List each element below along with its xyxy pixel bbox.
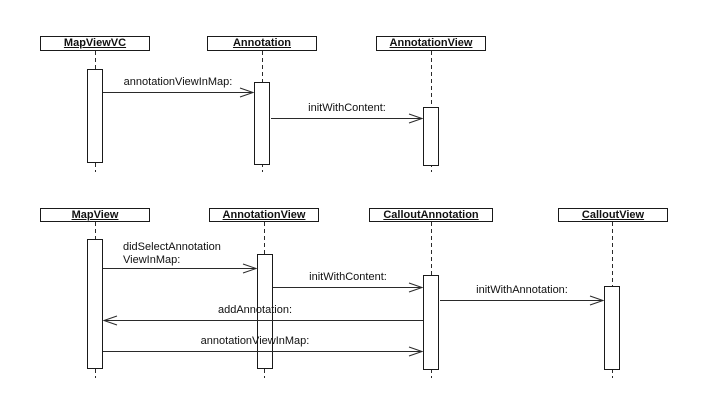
message-label-addannotation: addAnnotation: [217,304,293,316]
actor-box-annotation: Annotation [207,36,317,51]
actor-box-annotationview-2: AnnotationView [209,208,319,222]
activation-mapviewvc [87,69,103,163]
message-label-initwithannotation: initWithAnnotation: [476,284,568,296]
actor-label-calloutview: CalloutView [581,208,645,221]
actor-box-mapview: MapView [40,208,150,222]
activation-annotationview-2 [257,254,273,369]
message-label-didselectannotationviewinmap: didSelectAnnotation ViewInMap: [123,241,221,267]
arrowhead-annotationviewinmap-top [239,87,255,98]
arrowhead-addannotation [102,315,118,326]
activation-calloutannotation [423,275,439,370]
actor-box-calloutview: CalloutView [558,208,668,222]
actor-box-calloutannotation: CalloutAnnotation [369,208,493,222]
message-label-initwithcontent-top: initWithContent: [308,102,386,114]
message-label-initwithcontent-bottom: initWithContent: [309,271,387,283]
actor-label-mapview: MapView [71,208,119,221]
activation-mapview [87,239,103,369]
actor-label-annotationview: AnnotationView [389,37,473,49]
actor-label-annotationview-2: AnnotationView [222,208,306,221]
arrowhead-initwithannotation [589,295,605,306]
arrowhead-didselectannotationviewinmap [242,263,258,274]
actor-label-annotation: Annotation [232,37,292,49]
arrowhead-initwithcontent-bottom [408,282,424,293]
actor-label-calloutannotation: CalloutAnnotation [383,208,479,221]
arrowhead-initwithcontent-top [408,113,424,124]
activation-annotation [254,82,270,165]
message-label-line-1: didSelectAnnotation [123,241,221,253]
actor-box-mapviewvc: MapViewVC [40,36,150,51]
actor-box-annotationview: AnnotationView [376,36,486,51]
arrowhead-annotationviewinmap-bottom [408,346,424,357]
message-label-annotationviewinmap-top: annotationViewInMap: [123,76,233,88]
activation-annotationview [423,107,439,166]
message-label-line-2: ViewInMap: [123,254,181,266]
message-label-annotationviewinmap-bottom: annotationViewInMap: [200,335,310,347]
activation-calloutview [604,286,620,370]
actor-label-mapviewvc: MapViewVC [63,37,127,49]
